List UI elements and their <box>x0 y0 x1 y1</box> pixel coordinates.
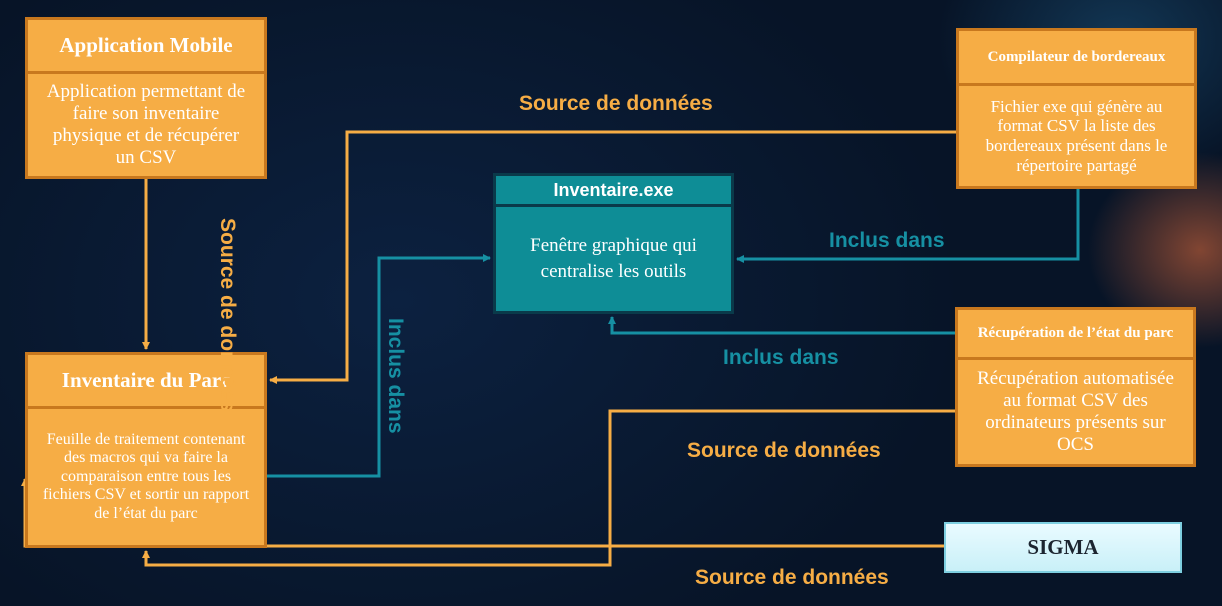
recuperation-title: Récupération de l’état du parc <box>958 310 1193 360</box>
inventaire-exe-title: Inventaire.exe <box>496 176 731 207</box>
inventaire-exe-description: Fenêtre graphique qui centralise les out… <box>530 235 697 282</box>
label-source-top: Source de données <box>519 92 713 115</box>
connector-parc-to-inventaire <box>267 254 491 478</box>
inventaire-du-parc-title: Inventaire du Parc <box>28 355 264 409</box>
label-source-vertical: Source de données <box>216 218 239 412</box>
connector-recuperation-to-parc <box>142 409 955 567</box>
label-inclus-bottom: Inclus dans <box>723 346 839 369</box>
compilateur-title: Compilateur de bordereaux <box>959 31 1194 86</box>
compilateur-description: Fichier exe qui génère au format CSV la … <box>985 96 1168 175</box>
application-mobile-title: Application Mobile <box>28 20 264 74</box>
inventaire-du-parc-description: Feuille de traitement contenant des macr… <box>42 431 250 522</box>
inventaire-exe-box: Inventaire.exe Fenêtre graphique qui cen… <box>493 173 734 314</box>
connector-compilateur-to-inventaire <box>736 189 1080 263</box>
label-inclus-top: Inclus dans <box>829 229 945 252</box>
connector-recuperation-to-inventaire <box>608 316 955 335</box>
compilateur-box: Compilateur de bordereaux Fichier exe qu… <box>956 28 1197 189</box>
label-source-bottom: Source de données <box>695 566 889 589</box>
label-source-middle: Source de données <box>687 439 881 462</box>
connector-compilateur-to-parc <box>269 130 956 384</box>
application-mobile-description: Application permettant de faire son inve… <box>46 81 246 168</box>
inventaire-du-parc-box: Inventaire du Parc Feuille de traitement… <box>25 352 267 548</box>
recuperation-description: Récupération automatisée au format CSV d… <box>977 368 1174 455</box>
sigma-box: SIGMA <box>944 522 1182 573</box>
recuperation-box: Récupération de l’état du parc Récupérat… <box>955 307 1196 467</box>
application-mobile-box: Application Mobile Application permettan… <box>25 17 267 179</box>
label-inclus-vertical: Inclus dans <box>384 318 407 434</box>
